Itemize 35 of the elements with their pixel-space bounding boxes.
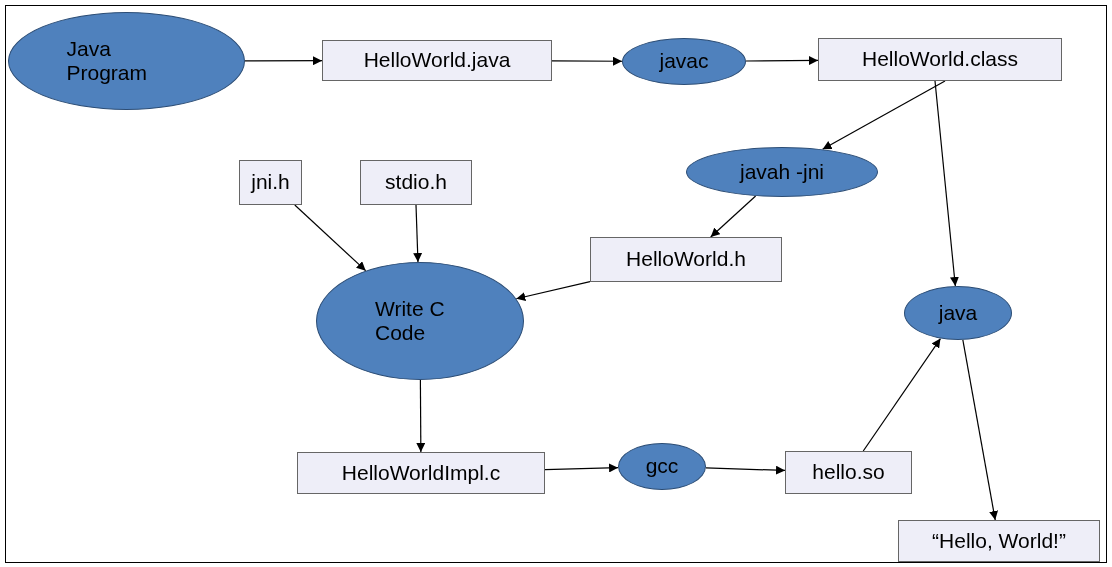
node-label: HelloWorldImpl.c [341,460,501,486]
arrow [705,465,786,475]
file-box [360,160,472,205]
arrow [294,204,367,272]
node-label: jni.h [251,170,290,195]
node-label: HelloWorld.class [862,47,1018,72]
node-label: Java Program [66,36,149,86]
file-box [898,520,1100,562]
arrow [244,56,323,66]
arrow [962,339,999,521]
file-box [239,160,302,205]
arrow [515,281,591,302]
arrow [934,80,959,287]
arrow [416,379,426,453]
arrow [544,463,619,473]
file-box [818,38,1062,81]
arrow [413,204,423,263]
file-box [322,40,552,81]
node-label: HelloWorld.h [626,247,746,272]
arrow [822,80,946,150]
arrow [745,56,819,65]
file-box [590,237,782,282]
node-label: hello.so [812,460,885,485]
node-label: stdio.h [385,170,447,195]
arrow [710,195,757,238]
file-box [297,452,545,494]
file-box [785,451,912,494]
node-label: HelloWorld.java [363,48,511,73]
node-label: Write C Code [375,296,446,346]
node-label: javah -jni [739,159,824,185]
node-label: java [938,300,978,326]
node-label: gcc [645,454,679,479]
node-label: “Hello, World!” [932,528,1066,554]
node-label: javac [659,49,709,74]
arrow [551,56,623,66]
